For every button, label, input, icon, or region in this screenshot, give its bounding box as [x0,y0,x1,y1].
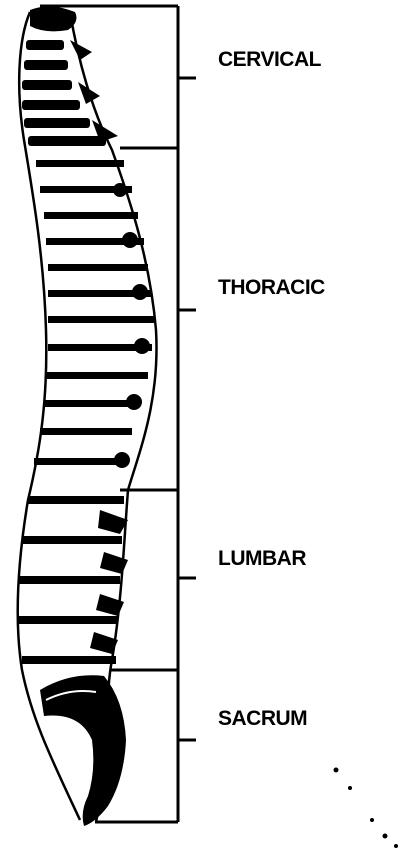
process-l1 [98,510,128,534]
disc-t9 [46,372,148,379]
facet-t2 [113,183,127,197]
sacrum-bone [40,675,126,826]
disc-t12 [34,458,126,465]
label-cervical: CERVICAL [218,48,321,72]
vertebra-c1 [30,6,76,31]
speck-5 [394,844,398,848]
process-c4 [78,82,100,104]
facet-t6 [132,284,148,300]
vertebra-c3 [24,60,68,70]
disc-l5 [22,656,116,664]
disc-t3 [44,212,138,219]
disc-t7 [48,316,154,323]
speck-3 [370,818,374,822]
disc-t11 [40,428,132,435]
speck-2 [348,786,352,790]
disc-l4 [18,616,118,624]
thoracic-vertebrae [34,160,154,468]
disc-t10 [44,400,140,407]
facet-t4 [122,232,138,248]
facet-t8 [134,338,150,354]
disc-l3 [18,576,120,584]
label-lumbar: LUMBAR [218,547,306,571]
speck-4 [383,834,388,839]
disc-t1 [36,160,124,167]
disc-t5 [48,264,148,271]
disc-l1 [28,496,124,504]
vertebra-c7 [28,136,106,146]
vertebra-c6 [24,118,90,128]
facet-t12 [114,452,130,468]
cervical-vertebrae [22,6,118,146]
disc-l2 [22,536,122,544]
print-specks [334,768,399,849]
vertebra-c5 [22,100,80,110]
facet-t10 [126,394,142,410]
speck-1 [334,768,339,773]
label-thoracic: THORACIC [218,276,325,300]
label-sacrum: SACRUM [218,707,307,731]
process-c2 [70,40,92,60]
vertebra-c4 [22,80,72,90]
lumbar-vertebrae [18,496,128,664]
vertebra-c2 [26,40,64,50]
